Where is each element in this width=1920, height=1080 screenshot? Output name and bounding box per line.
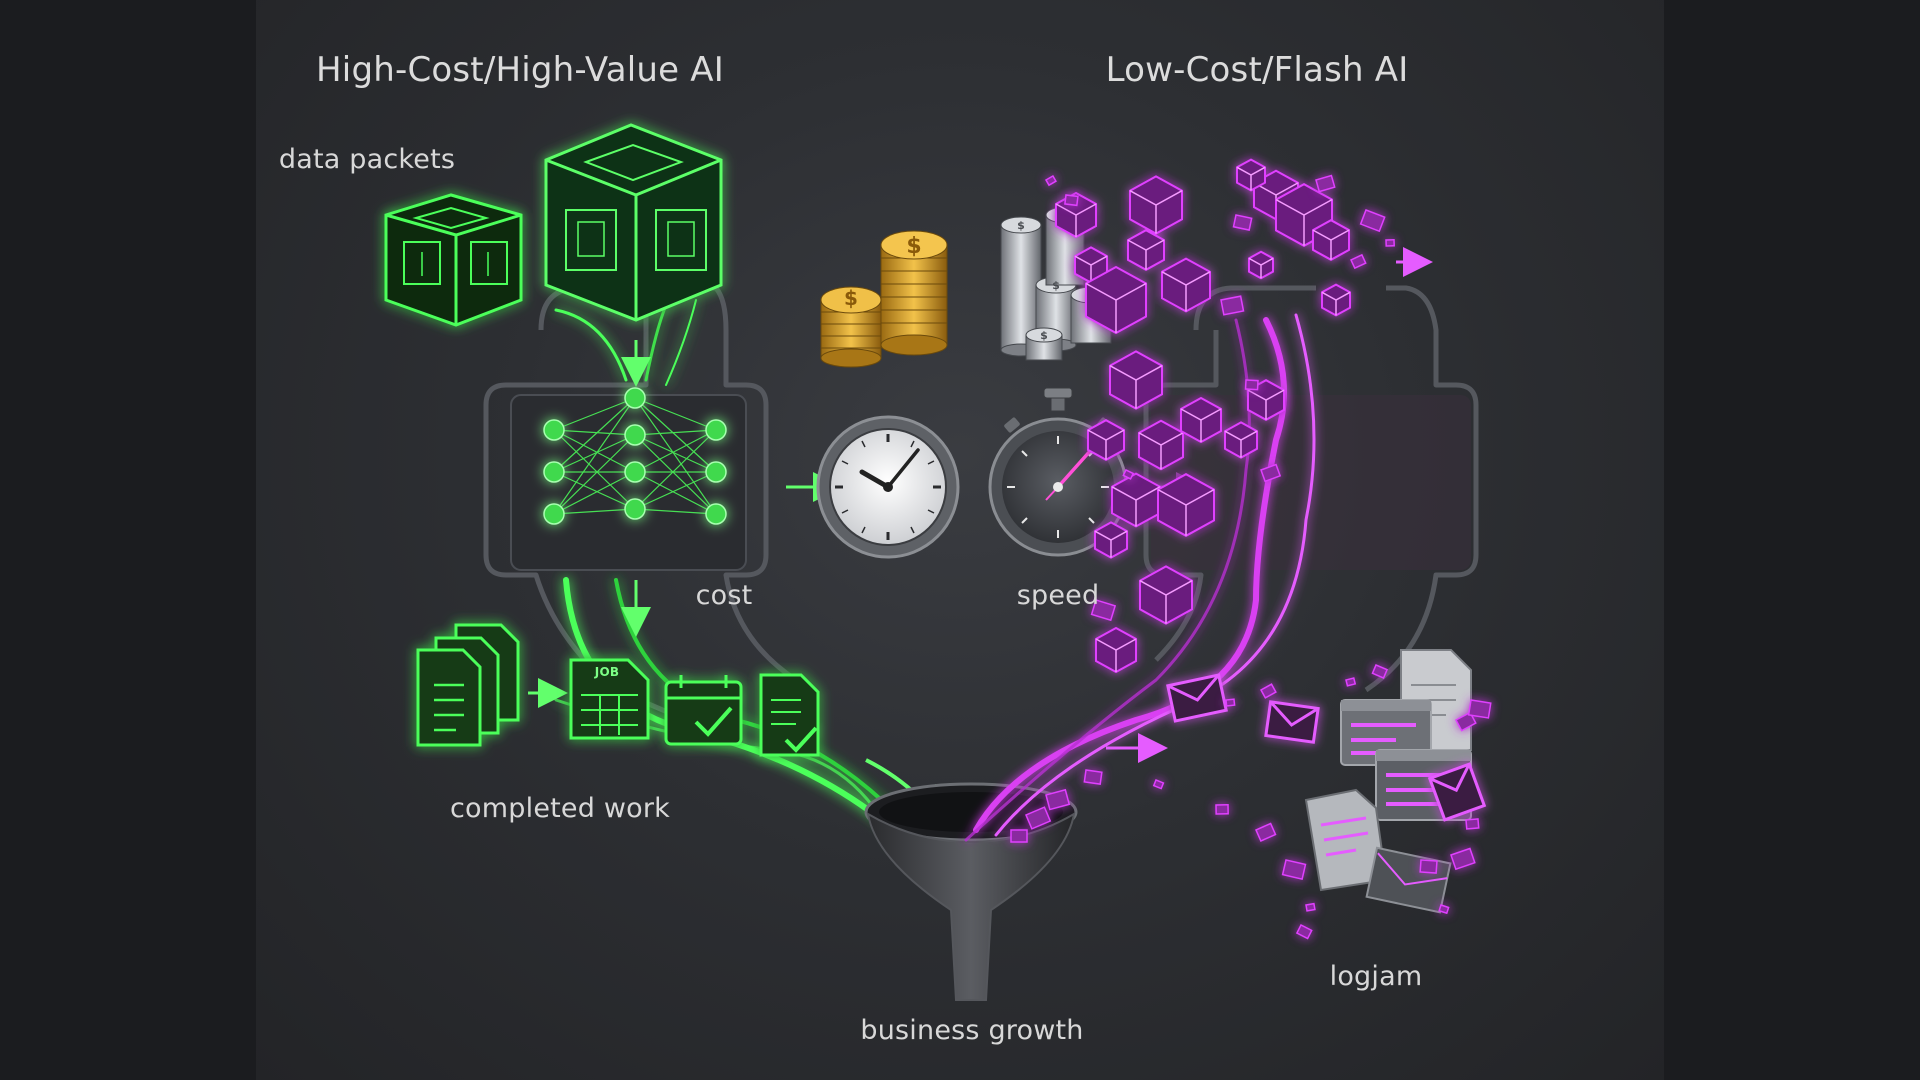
magenta-debris — [1010, 174, 1492, 940]
magenta-cube-icon — [1129, 175, 1183, 235]
magenta-fragment — [1044, 174, 1057, 187]
document-icon — [1304, 788, 1388, 892]
magenta-fragment — [1450, 847, 1476, 871]
gold-coin-stack-icon: $ $ — [820, 230, 948, 368]
magenta-fragment — [1260, 463, 1282, 483]
magenta-fragment — [1083, 769, 1103, 785]
data-packets-label: data packets — [278, 144, 456, 175]
svg-text:$: $ — [1017, 219, 1025, 232]
business-growth-label: business growth — [860, 1015, 1084, 1046]
magenta-cube-icon — [1139, 565, 1193, 625]
magenta-cube-icon — [1157, 473, 1215, 537]
calendar-icon — [664, 675, 743, 746]
magenta-fragment — [1122, 468, 1135, 480]
magenta-cube-icon — [1095, 626, 1137, 674]
green-data-cube-icon — [384, 193, 523, 327]
neural-network-icon — [510, 387, 747, 571]
magenta-fragment — [1025, 806, 1052, 830]
svg-text:$: $ — [844, 286, 858, 310]
svg-text:$: $ — [906, 234, 921, 259]
job-icon-text: JOB — [594, 665, 620, 679]
magenta-cube-icon — [1111, 472, 1161, 528]
funnel-icon — [864, 782, 1078, 1001]
magenta-fragment — [1045, 788, 1071, 811]
magenta-fragment — [1454, 711, 1477, 732]
magenta-fragment — [1259, 683, 1277, 699]
magenta-fragment — [1255, 822, 1277, 842]
document-stack-icon — [416, 623, 520, 747]
magenta-fragment — [1225, 698, 1236, 707]
job-document-icon — [569, 658, 650, 740]
magenta-fragment — [1215, 804, 1229, 815]
magenta-fragment — [1010, 829, 1028, 843]
magenta-cube-icon — [1138, 419, 1184, 471]
magenta-cube-icon — [1248, 250, 1274, 280]
browser-window-icon — [1340, 699, 1432, 766]
magenta-cube-icon — [1312, 219, 1350, 261]
clock-icon — [816, 415, 960, 559]
logjam-label: logjam — [1329, 961, 1423, 992]
magenta-fragment — [1305, 902, 1316, 912]
magenta-fragment — [1465, 818, 1480, 830]
svg-text:$: $ — [1052, 279, 1060, 292]
envelope-icon — [1166, 673, 1487, 822]
magenta-fragment — [1315, 174, 1336, 193]
magenta-fragment — [1244, 379, 1259, 391]
right-panel-title: Low-Cost/Flash AI — [1105, 50, 1409, 90]
cost-label: cost — [695, 580, 753, 611]
diagram-canvas: $ $ — [256, 0, 1664, 1080]
magenta-cube-icon — [1180, 396, 1222, 444]
magenta-fragment — [1295, 923, 1313, 940]
magenta-cube-icon — [1321, 283, 1351, 317]
magenta-cube-icon — [1224, 421, 1258, 459]
speed-label: speed — [1016, 580, 1100, 611]
left-panel-title: High-Cost/High-Value AI — [316, 50, 724, 90]
magenta-fragment — [1350, 253, 1367, 270]
completed-work-label: completed work — [450, 793, 670, 824]
magenta-cube-icon — [1087, 419, 1125, 461]
magenta-cube-icon — [1085, 265, 1147, 335]
magenta-cube-icon — [1236, 158, 1266, 192]
svg-text:$: $ — [1040, 329, 1048, 342]
magenta-fragment — [1232, 214, 1253, 231]
envelope-icon — [1365, 846, 1452, 914]
diagram-artwork: $ $ — [384, 70, 1492, 1001]
checklist-icon — [759, 673, 820, 757]
magenta-fragment — [1359, 209, 1386, 233]
magenta-fragment — [1419, 859, 1438, 874]
magenta-fragment — [1371, 664, 1389, 679]
magenta-fragment — [1438, 904, 1450, 915]
magenta-cube-icon — [1127, 229, 1165, 271]
magenta-fragment — [1220, 295, 1245, 316]
magenta-fragment — [1064, 194, 1079, 207]
magenta-cube-icon — [1109, 350, 1163, 410]
magenta-fragment — [1467, 699, 1492, 719]
green-data-cube-icon — [544, 123, 723, 322]
magenta-cube-icon — [1161, 257, 1211, 313]
magenta-fragment — [1090, 599, 1117, 622]
magenta-fragment — [1281, 859, 1307, 881]
magenta-cubes — [1055, 158, 1351, 674]
magenta-fragment — [1345, 677, 1357, 687]
magenta-fragment — [1385, 238, 1395, 247]
magenta-cube-icon — [1094, 521, 1128, 559]
magenta-fragment — [1152, 779, 1165, 790]
